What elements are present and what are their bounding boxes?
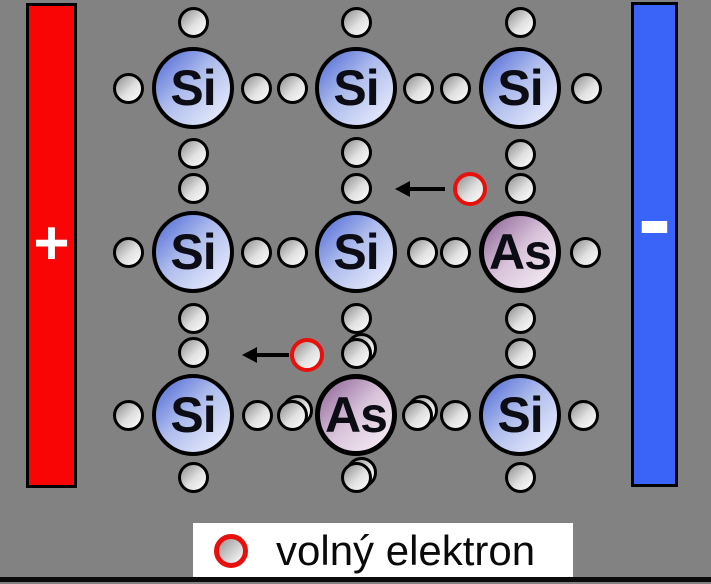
legend: volný elektron: [193, 523, 573, 578]
electron: [439, 72, 471, 104]
electron: [177, 302, 209, 334]
electron: [439, 236, 471, 268]
electron: [276, 399, 308, 431]
electron: [177, 336, 209, 368]
electron: [112, 72, 144, 104]
free-electron: [453, 172, 487, 206]
atom-r1c1: Si: [152, 47, 234, 129]
electron: [177, 461, 209, 493]
electron: [439, 399, 471, 431]
legend-label: volný elektron: [276, 526, 536, 574]
electron: [340, 302, 372, 334]
plus-sign: +: [33, 208, 70, 278]
left-arrow-shaft: [256, 353, 289, 357]
atom-r3c3: Si: [479, 374, 561, 456]
electron: [340, 461, 372, 493]
bottom-border: [0, 577, 711, 582]
minus-sign: -: [637, 162, 672, 275]
atom-r3c2: As: [315, 374, 397, 456]
atom-r1c2: Si: [315, 47, 397, 129]
electron: [240, 72, 272, 104]
electron: [570, 72, 602, 104]
atom-r2c1: Si: [152, 211, 234, 293]
electron: [276, 236, 308, 268]
electron: [177, 137, 209, 169]
electron: [504, 461, 536, 493]
electron: [504, 337, 536, 369]
electron: [240, 236, 272, 268]
electron: [504, 6, 536, 38]
electron: [112, 236, 144, 268]
electron: [401, 399, 433, 431]
left-arrow-icon: [242, 347, 257, 363]
electron: [340, 6, 372, 38]
electron: [406, 236, 438, 268]
negative-electrode: -: [631, 2, 678, 487]
electron: [276, 72, 308, 104]
positive-electrode: +: [26, 3, 77, 488]
electron: [177, 172, 209, 204]
electron: [241, 399, 273, 431]
free-electron-icon: [214, 533, 248, 568]
electron: [340, 172, 372, 204]
electron: [504, 302, 536, 334]
electron: [569, 236, 601, 268]
electron: [504, 172, 536, 204]
atom-r2c3: As: [479, 211, 561, 293]
electron: [340, 136, 372, 168]
left-arrow-shaft: [409, 187, 445, 191]
electron: [112, 399, 144, 431]
left-arrow-icon: [395, 181, 410, 197]
electron: [504, 138, 536, 170]
atom-r2c2: Si: [315, 211, 397, 293]
free-electron: [290, 338, 324, 372]
electron: [340, 337, 372, 369]
electron: [567, 399, 599, 431]
electron: [402, 72, 434, 104]
electron: [177, 6, 209, 38]
atom-r3c1: Si: [152, 374, 234, 456]
atom-r1c3: Si: [479, 47, 561, 129]
